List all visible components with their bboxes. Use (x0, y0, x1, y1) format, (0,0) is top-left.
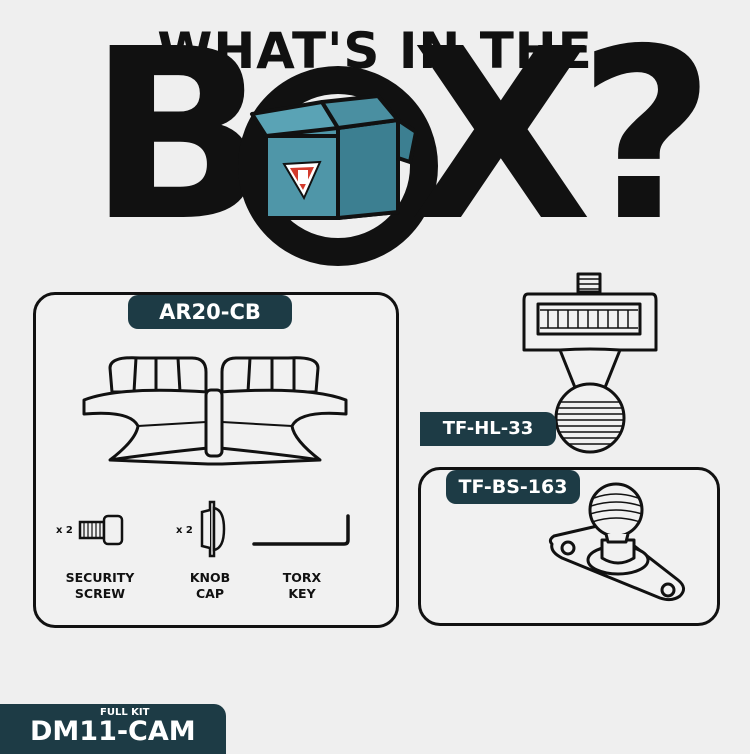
knob-cap-icon (200, 500, 226, 558)
label-security-screw-line2: SCREW (74, 586, 126, 601)
label-knob-cap-line1: KNOB (189, 570, 231, 585)
headline-whats-in-the: WHAT'S IN THE (157, 22, 593, 80)
label-knob-cap-line2: CAP (195, 586, 224, 601)
label-security-screw-line1: SECURITY (65, 570, 135, 585)
security-screw-icon (78, 514, 124, 546)
headline-letter-b: B (88, 0, 268, 273)
label-torx-key: TORX KEY (262, 570, 342, 602)
headline-letter-x: X (410, 0, 592, 273)
double-socket-arm-icon (82, 356, 348, 466)
tag-ar20-cb: AR20-CB (128, 295, 292, 329)
open-box-icon (238, 66, 438, 266)
label-security-screw: SECURITY SCREW (52, 570, 148, 602)
ball-base-mount-icon (548, 482, 685, 602)
footer-full-kit-label: FULL KIT (100, 707, 150, 718)
headline-question-mark: ? (578, 0, 715, 273)
brand-logo-icon (282, 160, 322, 201)
torx-key-icon (252, 514, 350, 546)
holder-ball-mount-icon (522, 272, 658, 454)
tag-tf-hl-33: TF-HL-33 (420, 412, 556, 446)
footer-kit-code: DM11-CAM (30, 716, 196, 747)
label-torx-key-line1: TORX (282, 570, 322, 585)
tag-tf-bs-163: TF-BS-163 (446, 470, 580, 504)
multiplier-security-screw: x 2 (56, 525, 73, 536)
multiplier-knob-cap: x 2 (176, 525, 193, 536)
label-torx-key-line2: KEY (288, 586, 316, 601)
footer-kit-tag (0, 704, 226, 754)
label-knob-cap: KNOB CAP (172, 570, 248, 602)
